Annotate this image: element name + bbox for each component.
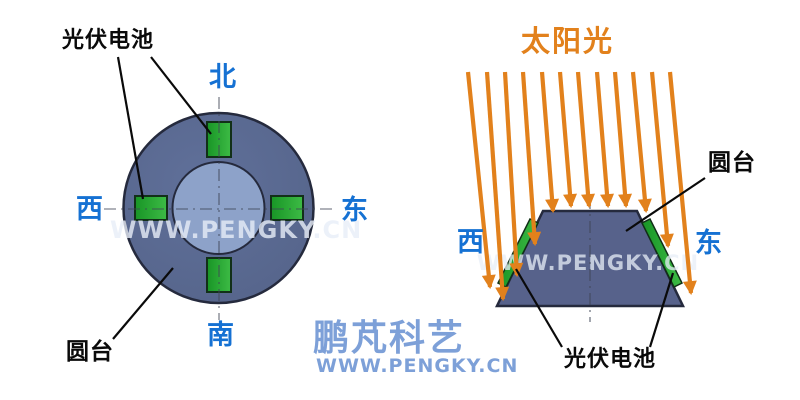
compass-north-label: 北 [209,62,236,93]
platform-label-right: 圆台 [708,150,756,176]
pointer-line-pv-north [150,56,212,135]
pointer-line-platform-left [112,267,174,340]
pv-strip-east-slope [640,217,684,289]
sun-ray [502,71,524,278]
sun-ray [484,71,510,302]
platform-label-left: 圆台 [66,339,114,365]
pv-cell-west [134,195,168,221]
compass-south-label: 南 [207,320,234,351]
pointer-line-pv-strip-east [648,272,675,348]
watermark-left: WWW.PENGKY.CN [110,216,362,244]
site-logo-url: WWW.PENGKY.CN [316,355,519,377]
compass-west-label-left: 西 [76,194,103,225]
compass-east-label-left: 东 [341,195,368,226]
compass-west-label-right: 西 [457,227,484,258]
compass-east-label-right: 东 [695,228,722,259]
sun-ray [649,71,674,249]
sun-ray [575,71,596,209]
sun-ray [465,71,496,290]
pointer-line-pv-west [116,56,145,200]
sunlight-label: 太阳光 [521,24,615,58]
sun-ray [539,71,560,214]
sun-rays [465,71,697,302]
pv-cells-label-right: 光伏电池 [564,347,657,372]
watermark-right: WWW.PENGKY.CN [477,251,699,275]
sun-ray [667,71,697,296]
pv-cells-label-left: 光伏电池 [62,28,155,53]
sun-ray [557,71,578,209]
sun-ray [630,71,652,214]
sun-ray [612,71,633,209]
pointer-line-pv-strip-west [515,268,563,348]
pointer-line-platform-right [625,177,706,232]
sun-ray [520,71,542,247]
sun-ray [594,71,615,209]
site-logo-name: 鹏芃科艺 [313,318,466,359]
pv-cell-east [270,195,304,221]
